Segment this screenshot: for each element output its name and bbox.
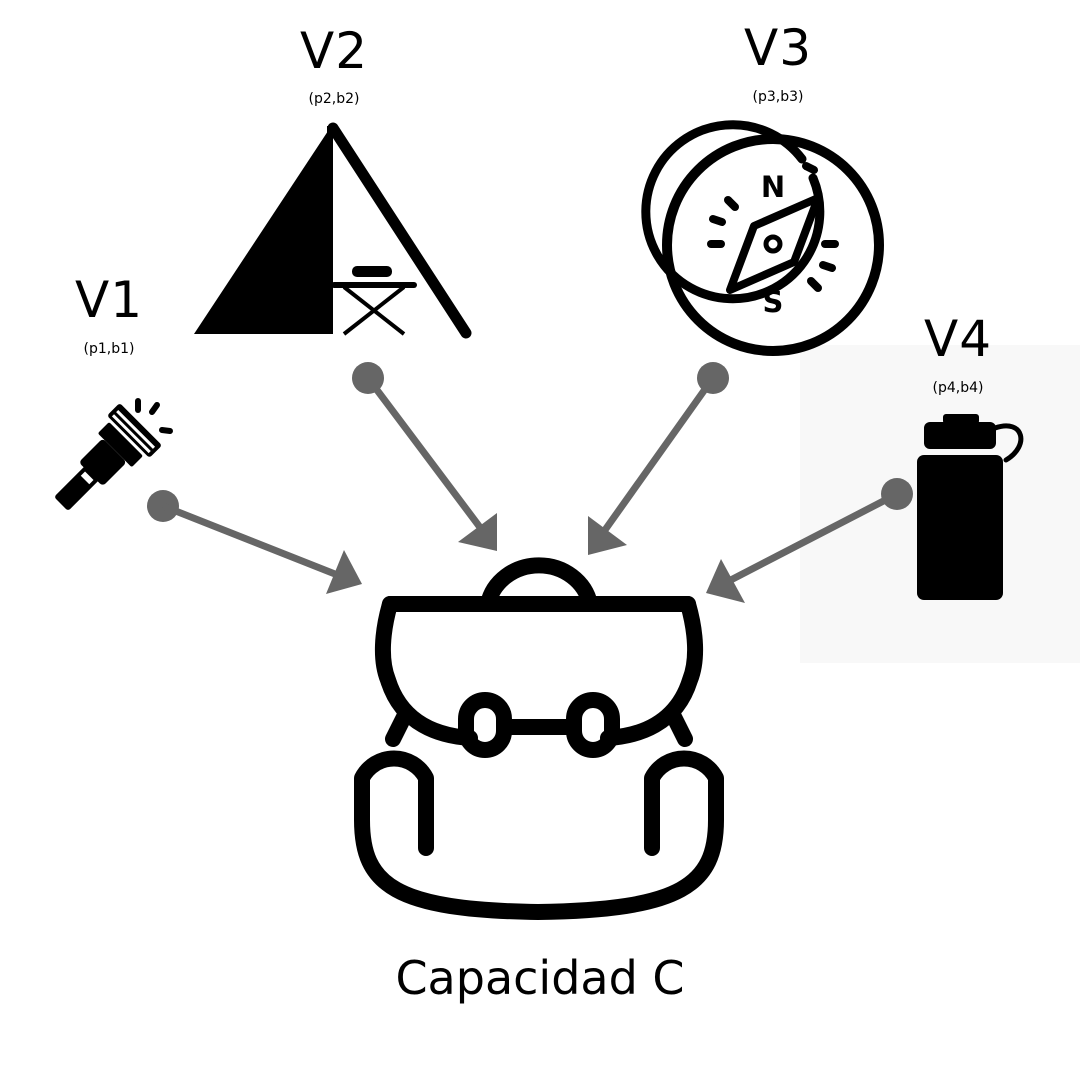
arrow-v2-to-backpack [352,362,497,551]
arrow-v1-to-backpack [147,490,362,594]
item-params-v4: (p4,b4) [932,380,984,396]
water-bottle-icon [917,414,1024,600]
tent-icon [194,122,472,339]
compass-south-mark: S [763,285,784,319]
compass-north-mark: N [761,170,785,204]
arrow-v4-to-backpack [706,478,913,603]
item-params-v3: (p3,b3) [752,89,804,105]
arrow-v3-to-backpack [588,362,729,555]
compass-icon: N S [641,120,884,356]
flashlight-icon [55,398,173,510]
item-params-v2: (p2,b2) [308,91,360,107]
capacity-caption: Capacidad C [395,951,685,1005]
item-label-v3: V3 [743,19,812,77]
item-label-v2: V2 [299,22,368,80]
backpack-icon [354,557,724,920]
item-params-v1: (p1,b1) [83,341,135,357]
item-label-v4: V4 [923,310,992,368]
item-label-v1: V1 [74,271,143,329]
